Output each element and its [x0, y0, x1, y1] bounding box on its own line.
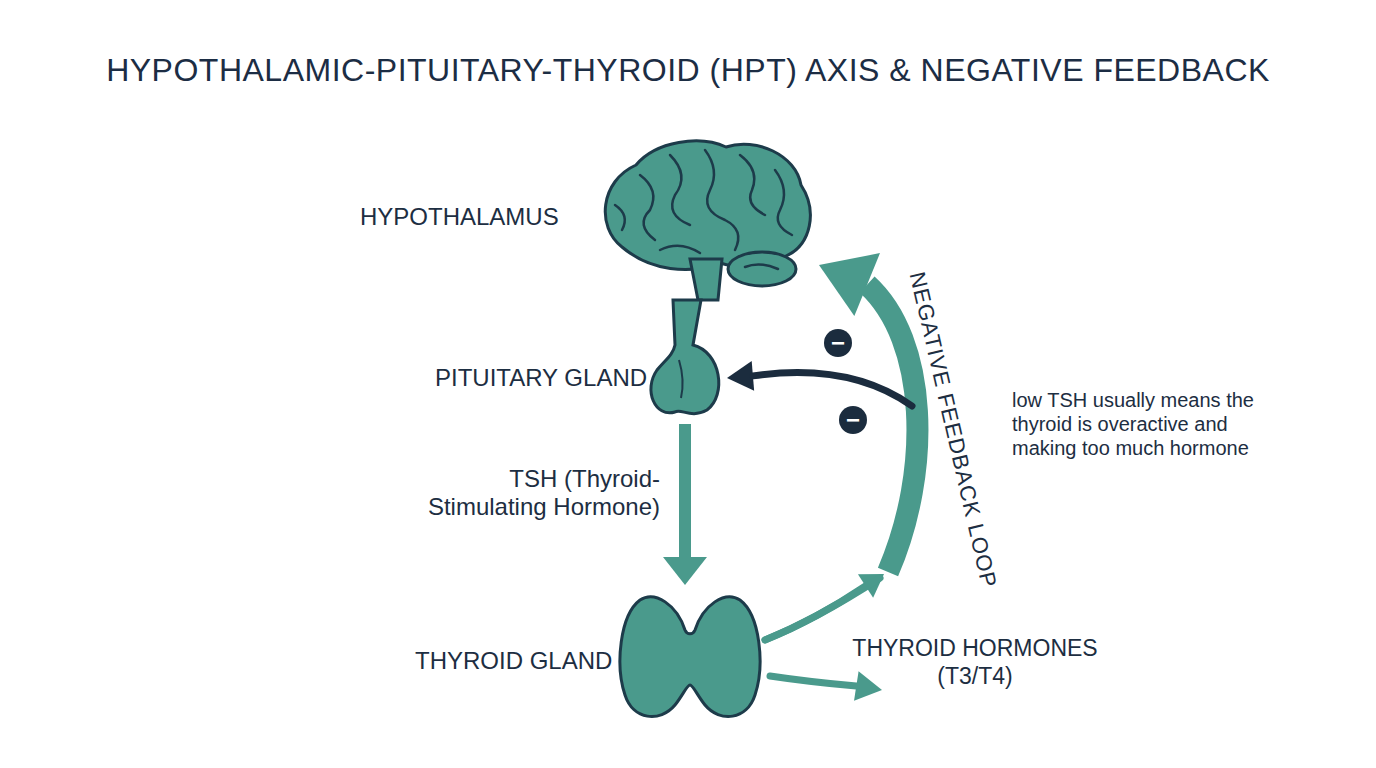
decor-shape [775, 170, 792, 235]
hormone-arrow [770, 671, 882, 701]
organ-illustration [435, 300, 725, 420]
thyroid-node: THYROID GLAND [415, 585, 765, 725]
decor-shape [670, 155, 690, 225]
pituitary-node: PITUITARY GLAND [435, 300, 725, 420]
decor-shape [745, 264, 778, 269]
cerebrum [605, 141, 810, 270]
diagram-title: HYPOTHALAMIC-PITUITARY-THYROID (HPT) AXI… [0, 50, 1376, 90]
connector [765, 253, 917, 640]
brain-stem [690, 259, 722, 300]
arrow-shaft [679, 424, 691, 557]
decor-shape [705, 150, 738, 250]
pituitary-detail [679, 360, 683, 398]
edge-label: TSH (Thyroid-Stimulating Hormone) [415, 465, 660, 521]
inhibition-symbol: − [839, 406, 867, 434]
connector [727, 361, 912, 640]
node-label: HYPOTHALAMUS [360, 203, 595, 231]
arrow-head [663, 557, 707, 585]
hypothalamus-node: HYPOTHALAMUS [360, 135, 815, 300]
hormone-label: THYROID HORMONES (T3/T4) [850, 634, 1100, 690]
brain-gyri [615, 150, 792, 269]
thyroid-shape [620, 597, 760, 717]
arrow-shaft [770, 676, 856, 686]
cerebellum [728, 252, 796, 286]
feedback-band [867, 285, 917, 572]
connector [663, 424, 707, 585]
pituitary-shape [651, 300, 719, 414]
arrow-shaft [765, 578, 880, 640]
note-text: low TSH usually means the thyroid is ove… [1012, 388, 1270, 460]
decor-shape [740, 155, 765, 215]
decor-shape [640, 175, 655, 240]
node-label: THYROID GLAND [415, 647, 615, 675]
inhibition-arrow [753, 373, 912, 406]
decor-shape [615, 205, 625, 230]
node-label: PITUITARY GLAND [435, 364, 650, 392]
inhibition-symbol: − [824, 329, 852, 357]
decor-shape [660, 246, 700, 253]
